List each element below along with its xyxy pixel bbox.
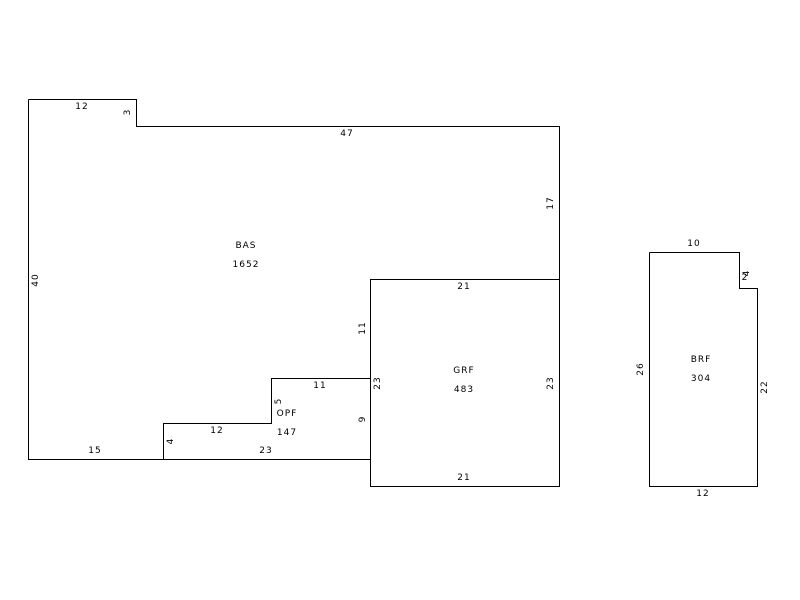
dim-bas-right-upper: 17 (546, 196, 556, 209)
dim-brf-left: 26 (636, 362, 646, 375)
brf-area-label: 304 (691, 374, 711, 384)
dim-brf-bottom: 12 (696, 489, 709, 499)
opf-outline (163, 378, 371, 460)
bas-area-label: 1652 (233, 260, 260, 270)
dim-bas-inner-top: 11 (358, 321, 368, 334)
dim-brf-step-across: 2 (742, 273, 749, 283)
dim-brf-right: 22 (760, 380, 770, 393)
grf-code-label: GRF (453, 366, 474, 376)
dim-grf-top: 21 (457, 282, 470, 292)
bas-code-label: BAS (235, 241, 256, 251)
dim-grf-bottom: 21 (457, 473, 470, 483)
dim-opf-bottom: 23 (259, 446, 272, 456)
dim-bas-top-right: 47 (340, 129, 353, 139)
dim-opf-step-side: 4 (166, 438, 176, 445)
dim-bas-left: 40 (31, 273, 41, 286)
dim-brf-step-down: 4 (742, 270, 752, 277)
brf-outline (649, 252, 758, 487)
grf-area-label: 483 (454, 385, 474, 395)
dim-bas-inner-lower: 9 (358, 416, 368, 423)
opf-area-label: 147 (277, 428, 297, 438)
dim-bas-bottom-left: 15 (88, 446, 101, 456)
dim-bas-step-down: 3 (123, 109, 133, 116)
grf-outline (370, 279, 560, 487)
opf-code-label: OPF (277, 409, 298, 419)
dim-opf-side: 5 (274, 398, 284, 405)
dim-bas-top-left: 12 (75, 102, 88, 112)
dim-opf-top: 11 (313, 381, 326, 391)
brf-code-label: BRF (691, 355, 712, 365)
dim-grf-left: 23 (373, 376, 383, 389)
dim-opf-step-top: 12 (210, 426, 223, 436)
dim-brf-top: 10 (687, 239, 700, 249)
dim-grf-right: 23 (546, 376, 556, 389)
